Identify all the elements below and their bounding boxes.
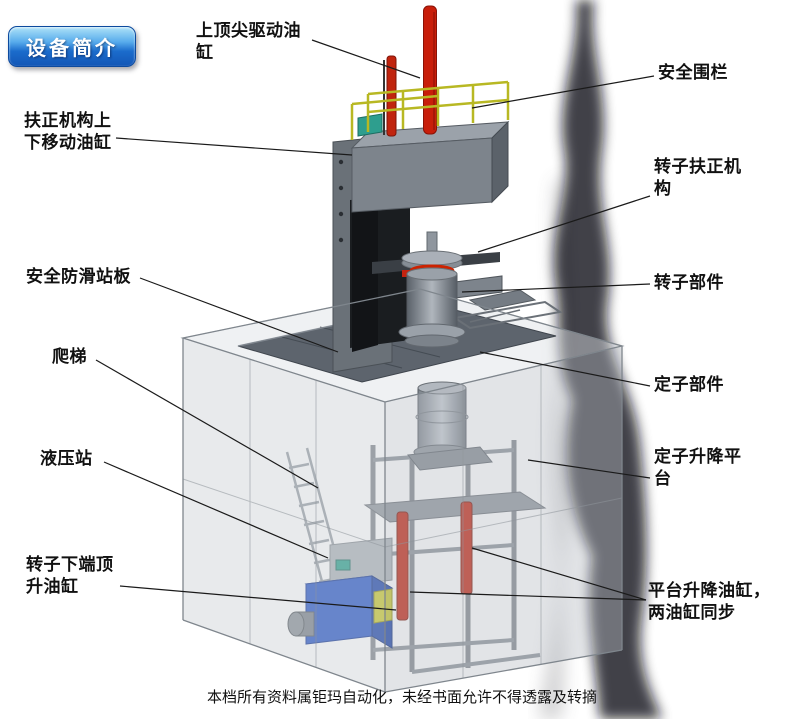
label-stator-part: 定子部件 <box>654 375 724 394</box>
smoke-shadow <box>540 0 662 719</box>
label-righting-cylinder: 扶正机构上下移动油缸 <box>24 111 112 153</box>
label-safety-fence: 安全围栏 <box>658 63 728 82</box>
platform-lift-cylinders <box>396 501 473 621</box>
rotor-assembly <box>372 231 503 348</box>
label-anti-slip-board: 安全防滑站板 <box>26 267 131 286</box>
label-ladder: 爬梯 <box>52 347 87 366</box>
label-platform-cylinders: 平台升降油缸，两油缸同步 <box>648 581 771 623</box>
inner-equipment <box>285 381 547 674</box>
top-drive-cylinder <box>386 5 437 137</box>
label-rotor-part: 转子部件 <box>654 273 724 292</box>
press-column <box>332 60 510 373</box>
safety-railing <box>350 80 510 140</box>
hydraulic-station <box>287 537 394 649</box>
label-stator-platform: 定子升降平台 <box>654 447 742 489</box>
title-badge: 设备简介 <box>8 26 136 67</box>
label-top-cylinder: 上顶尖驱动油缸 <box>196 21 301 63</box>
stator-lift-platform <box>363 491 547 523</box>
footer-copyright: 本档所有资料属钜玛自动化，未经书面允许不得透露及转摘 <box>206 689 597 706</box>
label-rotor-bottom-cylinder: 转子下端顶升油缸 <box>26 555 114 597</box>
label-rotor-righting: 转子扶正机构 <box>654 157 742 199</box>
label-hydraulic-station: 液压站 <box>40 449 93 468</box>
stator-column <box>407 381 493 471</box>
enclosure <box>180 288 625 693</box>
leader-lines <box>95 39 655 611</box>
